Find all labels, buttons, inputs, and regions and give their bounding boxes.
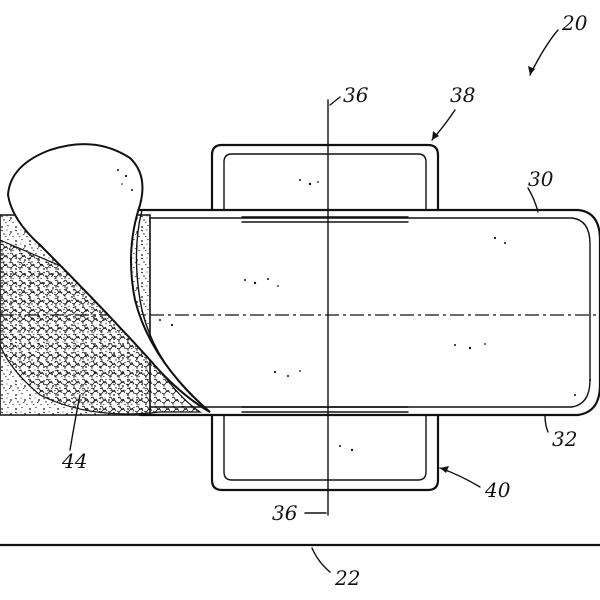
top-flap-inner xyxy=(223,153,427,211)
top-flap-outline xyxy=(210,143,440,212)
label-centerline-bottom: 36 xyxy=(272,501,298,525)
label-top-flap: 38 xyxy=(450,83,475,107)
pad-body-outline xyxy=(138,208,600,417)
release-liner xyxy=(6,143,211,413)
label-pad-top-edge: 30 xyxy=(528,167,554,191)
leader-20 xyxy=(529,29,559,76)
release-liner-edge xyxy=(135,209,206,409)
label-base-line: 22 xyxy=(334,566,360,590)
leader-38-arrow xyxy=(432,131,439,140)
leader-36-top xyxy=(329,96,341,106)
leader-20-arrow xyxy=(528,66,535,75)
leader-40-arrow xyxy=(440,466,449,473)
label-wrapper: 44 xyxy=(61,449,87,473)
liner-speckles xyxy=(117,169,133,191)
pad-speckles xyxy=(159,179,591,452)
label-pad-bottom-edge: 32 xyxy=(552,427,577,451)
bottom-flap-inner xyxy=(223,414,427,481)
label-bottom-flap: 40 xyxy=(484,478,511,502)
label-centerline-top: 36 xyxy=(343,83,369,107)
leader-22 xyxy=(311,547,331,573)
leader-44 xyxy=(69,394,81,451)
pad-body-inner xyxy=(149,217,591,408)
leader-32 xyxy=(544,414,549,433)
bottom-flap-outline xyxy=(210,413,440,492)
label-article: 20 xyxy=(561,11,588,35)
leader-30 xyxy=(527,187,539,213)
